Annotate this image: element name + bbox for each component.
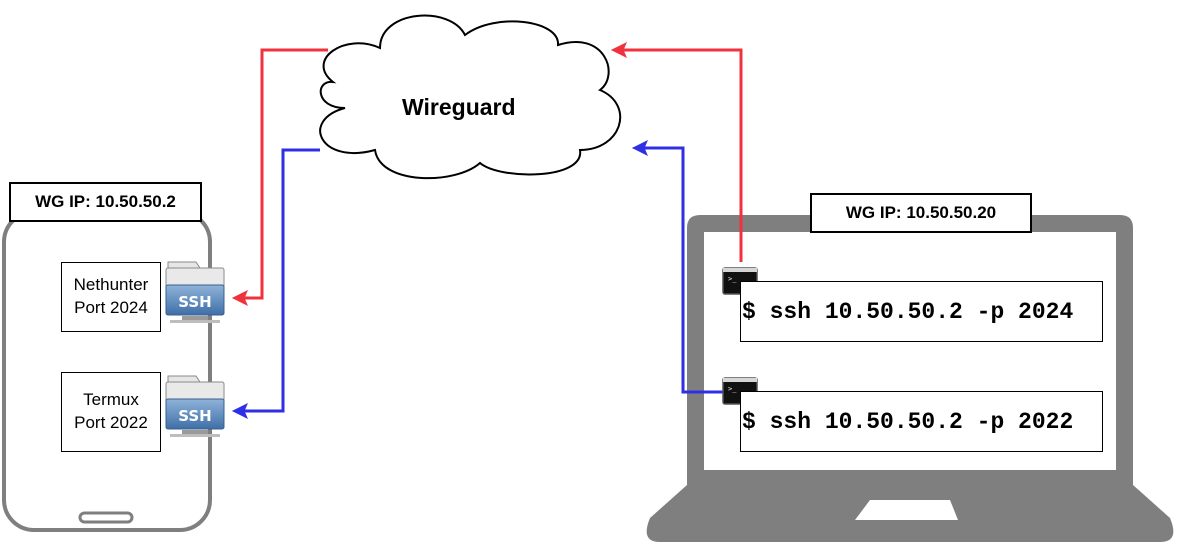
ssh-icon-label: SSH (178, 293, 212, 311)
service-name: Termux (83, 390, 139, 410)
service-port: Port 2024 (74, 298, 148, 317)
ssh-folder-icon: SSH (165, 261, 225, 323)
laptop-wg-ip: WG IP: 10.50.50.20 (810, 193, 1032, 233)
phone-wg-ip: WG IP: 10.50.50.2 (9, 182, 202, 222)
svg-text:>_: >_ (728, 275, 737, 283)
service-name: Nethunter (73, 275, 149, 295)
termux-service-box: Termux Port 2022 (61, 372, 161, 452)
wireguard-label: Wireguard (402, 94, 516, 120)
service-port: Port 2022 (74, 413, 148, 432)
ssh-command-2024: $ ssh 10.50.50.2 -p 2024 (740, 281, 1103, 342)
nethunter-service-box: Nethunter Port 2024 (61, 262, 161, 332)
phone-device (2, 210, 212, 532)
ssh-folder-icon: SSH (165, 375, 225, 437)
phone-home-button (78, 511, 134, 524)
ssh-icon-label: SSH (178, 407, 212, 425)
ssh-command-2022: $ ssh 10.50.50.2 -p 2022 (740, 391, 1103, 452)
svg-text:>_: >_ (728, 385, 737, 393)
wireguard-cloud (319, 14, 622, 180)
laptop-trackpad (855, 500, 958, 520)
